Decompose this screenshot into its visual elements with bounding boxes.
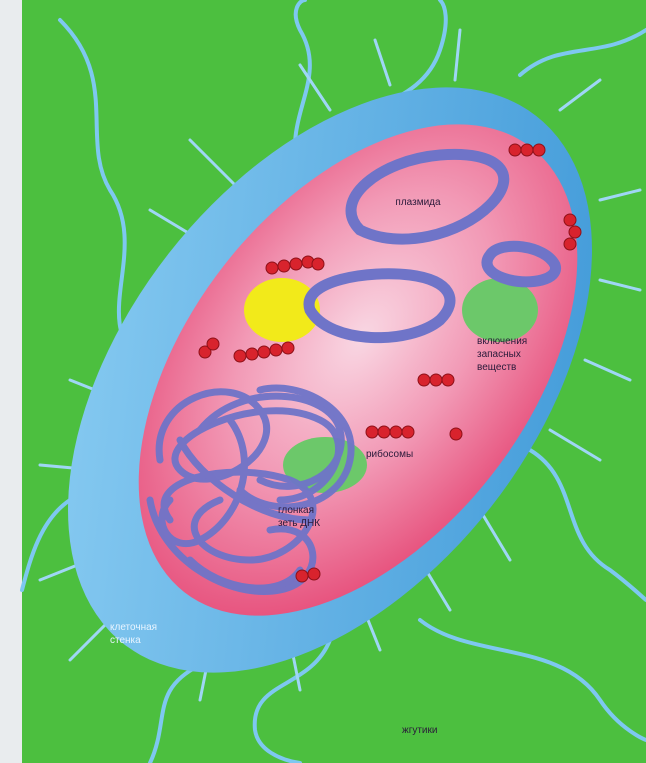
ribosome-cluster-1 [509,144,545,156]
label-plasmid: плазмида [395,197,441,208]
left-margin-strip [0,0,22,763]
label-inclusions-1: включения [477,336,527,347]
label-inclusions-3: веществ [477,362,516,373]
label-cell-wall-1: клеточная [110,622,157,633]
label-ribosomes: рибосомы [366,448,413,460]
label-dna-2: зеть ДНК [278,518,320,529]
ribosome-cluster-6 [418,374,454,386]
label-inclusions-2: запасных [477,349,521,360]
ribosome-cluster-8 [450,428,462,440]
label-dna-1: глонкая [278,505,314,516]
label-flagella: жгутики [402,725,437,736]
label-cell-wall-2: стенка [110,635,141,646]
green-inclusion [462,278,538,342]
